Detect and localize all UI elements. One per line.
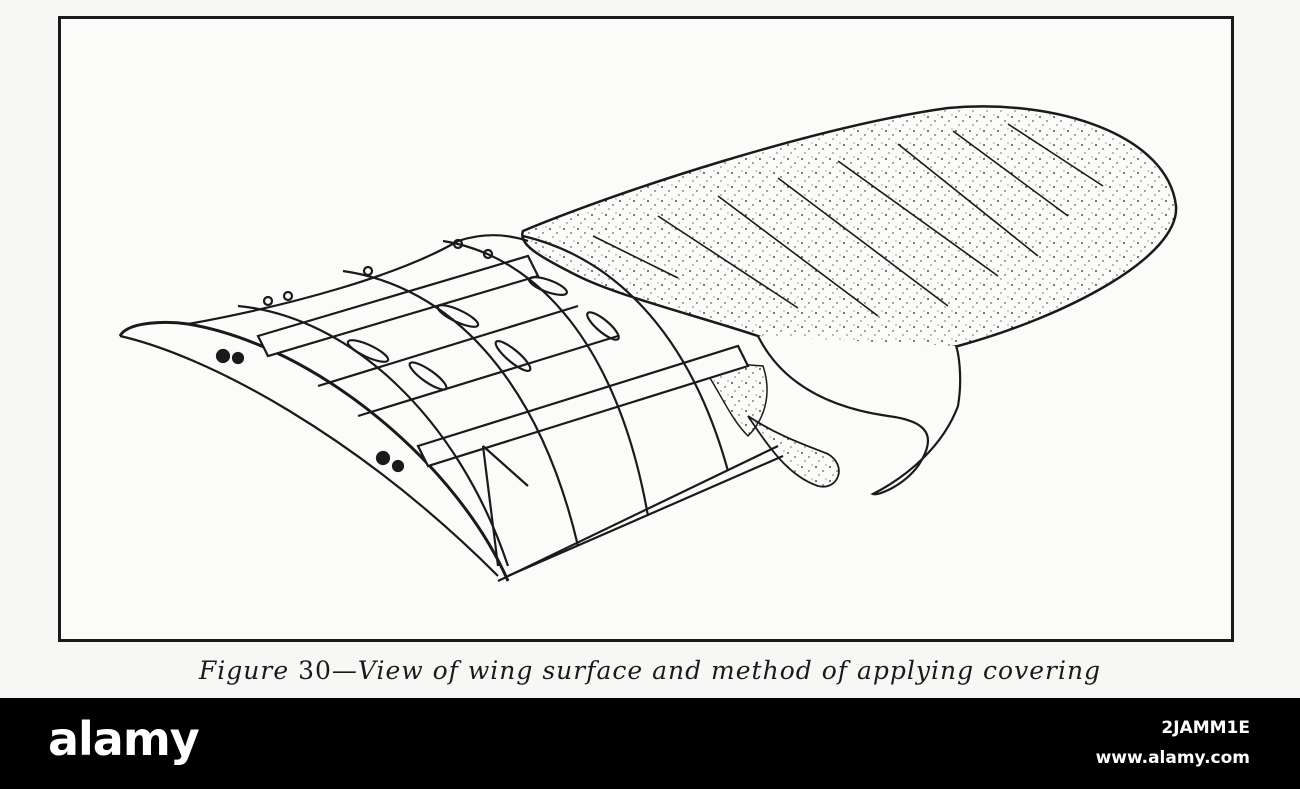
watermark-footer: alamy 2JAMM1E www.alamy.com xyxy=(0,698,1300,789)
scanned-page: Figure 30—View of wing surface and metho… xyxy=(0,16,1300,685)
image-id: 2JAMM1E xyxy=(1161,718,1250,738)
caption-number: 30 xyxy=(298,656,332,685)
caption-text: —View of wing surface and method of appl… xyxy=(331,656,1102,685)
wing-framework xyxy=(118,234,784,582)
wing-illustration xyxy=(118,105,1178,582)
figure-caption: Figure 30—View of wing surface and metho… xyxy=(0,656,1300,685)
caption-prefix: Figure xyxy=(198,656,299,685)
fabric-covering xyxy=(521,105,1178,496)
site-url: www.alamy.com xyxy=(1095,748,1250,768)
alamy-logo: alamy xyxy=(48,712,200,766)
